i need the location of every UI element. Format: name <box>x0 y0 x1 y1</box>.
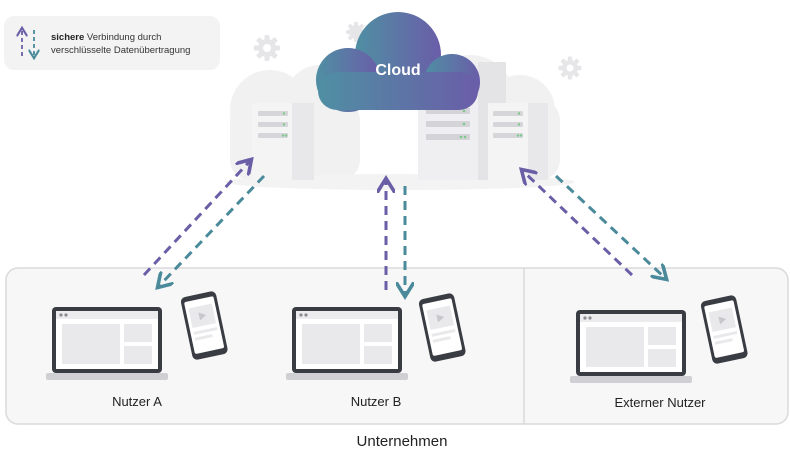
smartphone-icon <box>418 293 466 362</box>
legend-text-rest: Verbindung durch <box>86 32 162 43</box>
gear-icon <box>254 35 280 61</box>
legend-text-bold: sichere <box>51 32 85 43</box>
legend <box>4 16 220 70</box>
user-a-label: Nutzer A <box>112 394 162 409</box>
connection-arrow-teal <box>160 174 266 285</box>
connection-arrow-teal <box>554 174 664 277</box>
laptop-icon <box>570 310 692 383</box>
server-right-small <box>488 103 548 180</box>
gear-icon <box>346 22 366 42</box>
laptop-icon <box>286 307 408 380</box>
server-left <box>252 103 314 180</box>
connection-arrow-purple <box>142 162 249 277</box>
legend-text: sichere Verbindung durch verschlüsselte … <box>51 31 216 57</box>
cloud-label: Cloud <box>375 62 421 79</box>
external-user-label: Externer Nutzer <box>614 395 706 410</box>
gear-icon <box>558 56 582 80</box>
cloud-icon <box>316 12 480 112</box>
smartphone-icon <box>180 291 228 360</box>
legend-text-line2: verschlüsselte Datenübertragung <box>51 45 191 56</box>
company-label: Unternehmen <box>356 433 448 450</box>
user-b-label: Nutzer B <box>350 394 402 409</box>
laptop-icon <box>46 307 168 380</box>
connection-arrow-purple <box>524 172 634 277</box>
smartphone-icon <box>700 295 748 364</box>
